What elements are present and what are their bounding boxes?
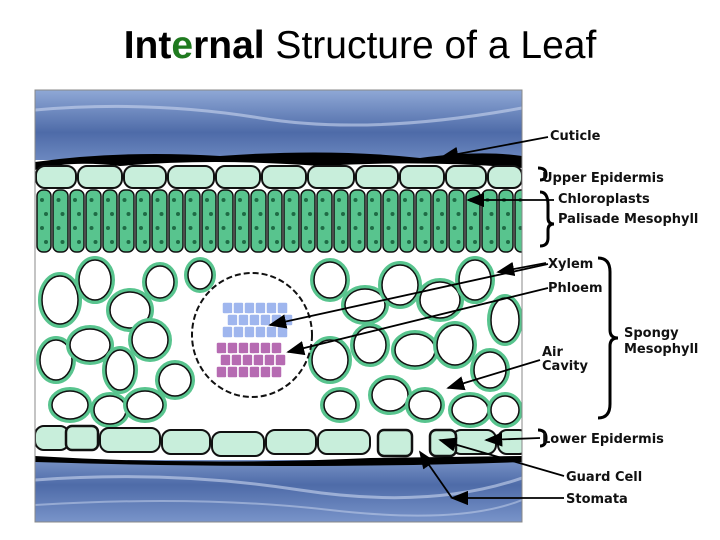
xylem-cell <box>232 301 245 315</box>
label-spongy-line2: Mesophyll <box>624 342 698 357</box>
xylem-cell <box>221 325 234 339</box>
label-phloem: Phloem <box>548 281 603 296</box>
label-air-line2: Cavity <box>542 359 588 374</box>
phloem-cells <box>215 341 287 379</box>
palisade-cell <box>168 189 184 253</box>
label-xylem: Xylem <box>548 257 593 272</box>
phloem-cell <box>270 341 283 355</box>
phloem-cell <box>241 353 254 367</box>
palisade-cell <box>481 189 498 253</box>
palisade-cell <box>415 189 432 253</box>
palisade-cell <box>514 189 522 253</box>
label-guard-cell: Guard Cell <box>566 470 642 485</box>
xylem-cell <box>259 313 272 327</box>
palisade-cell <box>399 189 415 253</box>
phloem-cell <box>263 353 276 367</box>
palisade-cell <box>300 189 316 253</box>
xylem-cell <box>265 325 278 339</box>
label-upper-epidermis: Upper Epidermis <box>542 171 664 186</box>
xylem-cell <box>232 325 245 339</box>
phloem-cell <box>219 353 232 367</box>
phloem-cell <box>270 365 283 379</box>
palisade-cell <box>349 189 366 253</box>
palisade-cell <box>184 189 201 253</box>
xylem-cell <box>276 301 289 315</box>
phloem-cell <box>237 341 250 355</box>
xylem-cell <box>243 325 256 339</box>
phloem-cell <box>259 341 272 355</box>
xylem-cell <box>243 301 256 315</box>
palisade-cell <box>36 189 52 253</box>
label-palisade-mesophyll: Palisade Mesophyll <box>558 212 698 227</box>
palisade-cell <box>118 189 135 253</box>
xylem-cell <box>265 301 278 315</box>
label-stomata: Stomata <box>566 492 628 507</box>
phloem-cell <box>215 365 228 379</box>
palisade-cell <box>135 189 151 253</box>
xylem-cell <box>254 301 267 315</box>
xylem-cell <box>226 313 239 327</box>
phloem-cell <box>215 341 228 355</box>
spongy-mesophyll-cells <box>36 256 522 428</box>
phloem-cell <box>248 365 261 379</box>
page-title: Internal Structure of a Leaf <box>123 24 597 67</box>
xylem-cell <box>254 325 267 339</box>
palisade-mesophyll-cells <box>36 189 522 253</box>
label-spongy-line1: Spongy <box>624 326 679 341</box>
phloem-cell <box>252 353 265 367</box>
palisade-cell <box>432 189 448 253</box>
palisade-cell <box>448 189 465 253</box>
label-chloroplasts: Chloroplasts <box>558 192 650 207</box>
label-cuticle: Cuticle <box>550 129 601 144</box>
label-air-line1: Air <box>542 345 564 360</box>
palisade-cell <box>102 189 118 253</box>
xylem-cell <box>237 313 250 327</box>
palisade-cell <box>283 189 300 253</box>
palisade-cell <box>333 189 349 253</box>
palisade-cell <box>52 189 69 253</box>
phloem-cell <box>237 365 250 379</box>
xylem-cell <box>276 325 289 339</box>
palisade-cell <box>201 189 217 253</box>
palisade-cell <box>498 189 514 253</box>
palisade-cell <box>151 189 168 253</box>
label-pointers <box>268 136 565 506</box>
palisade-cell <box>366 189 382 253</box>
phloem-cell <box>230 353 243 367</box>
xylem-cell <box>221 301 234 315</box>
palisade-cell <box>382 189 399 253</box>
palisade-cell <box>69 189 85 253</box>
phloem-cell <box>259 365 272 379</box>
xylem-cell <box>248 313 261 327</box>
palisade-cell <box>250 189 267 253</box>
phloem-cell <box>248 341 261 355</box>
palisade-cell <box>267 189 283 253</box>
vascular-bundle <box>191 272 313 398</box>
palisade-cell <box>234 189 250 253</box>
phloem-cell <box>226 341 239 355</box>
label-lower-epidermis: Lower Epidermis <box>542 432 664 447</box>
palisade-cell <box>85 189 102 253</box>
cuticle-layer <box>35 152 522 170</box>
palisade-cell <box>217 189 234 253</box>
label-braces <box>537 166 619 448</box>
upper-epidermis-cells <box>35 165 522 189</box>
palisade-cell <box>316 189 333 253</box>
phloem-cell <box>274 353 287 367</box>
phloem-cell <box>226 365 239 379</box>
xylem-cells <box>221 301 294 339</box>
